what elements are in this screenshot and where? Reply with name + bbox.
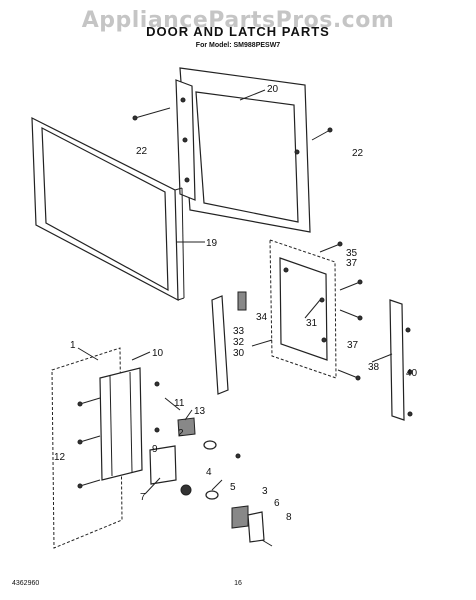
door-frame-part — [175, 67, 311, 233]
choke-panel-part — [237, 239, 337, 379]
leader-lines — [77, 89, 393, 495]
callout-12: 12 — [54, 452, 66, 463]
callout-7: 7 — [140, 492, 146, 503]
callout-34: 34 — [256, 312, 268, 323]
screws-12 — [77, 381, 273, 547]
watermark: AppliancePartsPros.com — [81, 8, 395, 33]
callout-19: 19 — [206, 238, 218, 249]
callout-5: 5 — [230, 482, 236, 493]
page-number: 16 — [234, 580, 242, 587]
diagram-title: DOOR AND LATCH PARTS — [146, 24, 330, 39]
door-panel-part — [31, 117, 185, 302]
model-subtitle: For Model: SM988PESW7 — [195, 42, 281, 49]
callout-4: 4 — [206, 467, 212, 478]
screw-22-left — [132, 107, 171, 121]
callout-30: 30 — [233, 348, 245, 359]
callout-38: 38 — [368, 362, 380, 373]
callout-33: 33 — [233, 326, 245, 337]
callout-labels: 20 22 22 19 35 37 34 31 33 32 30 37 38 4… — [54, 84, 418, 523]
callout-40: 40 — [406, 368, 418, 379]
callout-22-left: 22 — [136, 146, 148, 157]
callout-32: 32 — [233, 337, 245, 348]
callout-1: 1 — [70, 340, 76, 351]
screw-22-right — [311, 127, 333, 141]
callout-3: 3 — [262, 486, 268, 497]
callout-8: 8 — [286, 512, 292, 523]
document-number: 4362960 — [12, 580, 40, 587]
callout-20: 20 — [267, 84, 279, 95]
callout-11: 11 — [174, 398, 185, 409]
callout-37-top: 37 — [346, 258, 358, 269]
callout-6: 6 — [274, 498, 280, 509]
callout-35: 35 — [346, 248, 358, 259]
callout-2: 2 — [178, 428, 184, 439]
screws-35-37 — [319, 241, 363, 381]
callout-10: 10 — [152, 348, 164, 359]
hinge-bar-right — [389, 299, 413, 421]
callout-37-bottom: 37 — [347, 340, 359, 351]
callout-13: 13 — [194, 406, 206, 417]
latch-bar-left — [211, 295, 229, 395]
callout-9: 9 — [152, 444, 158, 455]
callout-22-right: 22 — [352, 148, 364, 159]
callout-31: 31 — [306, 318, 318, 329]
latch-assembly-part — [51, 347, 265, 549]
